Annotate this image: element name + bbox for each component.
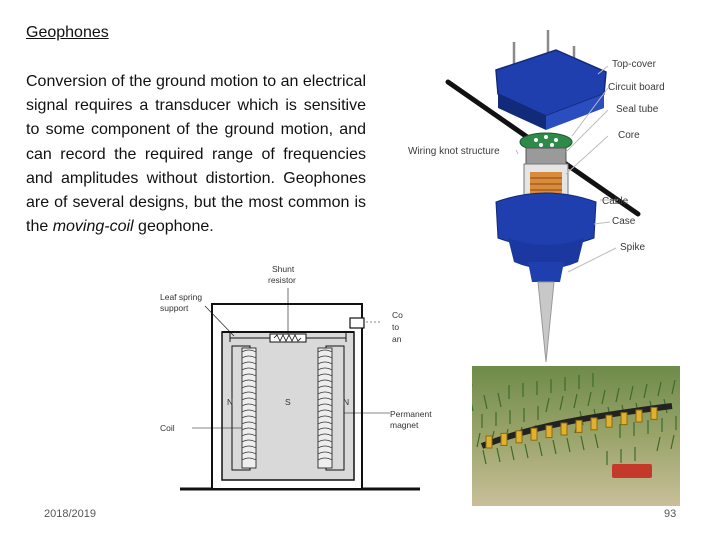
label-core: Core xyxy=(618,130,640,141)
body-paragraph: Conversion of the ground motion to an el… xyxy=(26,70,366,239)
label-shunt: Shunt xyxy=(272,264,294,274)
label-resistor: resistor xyxy=(268,275,296,285)
left-coil xyxy=(242,348,256,468)
geophone-field-spread-photo xyxy=(472,366,680,506)
label-leaf-spring-support: support xyxy=(160,303,188,313)
label-top-cover: Top-cover xyxy=(612,59,656,70)
label-permanent: Permanent xyxy=(390,409,432,419)
paragraph-tail: geophone. xyxy=(134,218,214,235)
slide-title: Geophones xyxy=(26,24,109,42)
label-magnet: magnet xyxy=(390,420,418,430)
label-case: Case xyxy=(612,216,635,227)
device-drawing xyxy=(398,24,688,369)
label-north-right: N xyxy=(343,397,349,407)
paragraph-emphasis: moving-coil xyxy=(53,218,134,235)
label-leaf-spring: Leaf spring xyxy=(160,292,202,302)
label-wiring-knot: Wiring knot structure xyxy=(408,146,500,157)
label-north-left: N xyxy=(227,397,233,407)
label-seal-tube: Seal tube xyxy=(616,104,658,115)
footer-date: 2018/2019 xyxy=(44,508,96,520)
label-south: S xyxy=(285,397,291,407)
geophone-exploded-view-picture: Top-cover Circuit board Seal tube Core W… xyxy=(398,24,688,369)
right-coil xyxy=(318,348,332,468)
label-coil: Coil xyxy=(160,423,175,433)
label-circuit-board: Circuit board xyxy=(608,82,665,93)
label-cable: Cable xyxy=(602,196,628,207)
label-spike: Spike xyxy=(620,242,645,253)
field-photo-drawing xyxy=(472,366,680,506)
page-number: 93 xyxy=(664,508,676,520)
paragraph-text: Conversion of the ground motion to an el… xyxy=(26,73,366,235)
